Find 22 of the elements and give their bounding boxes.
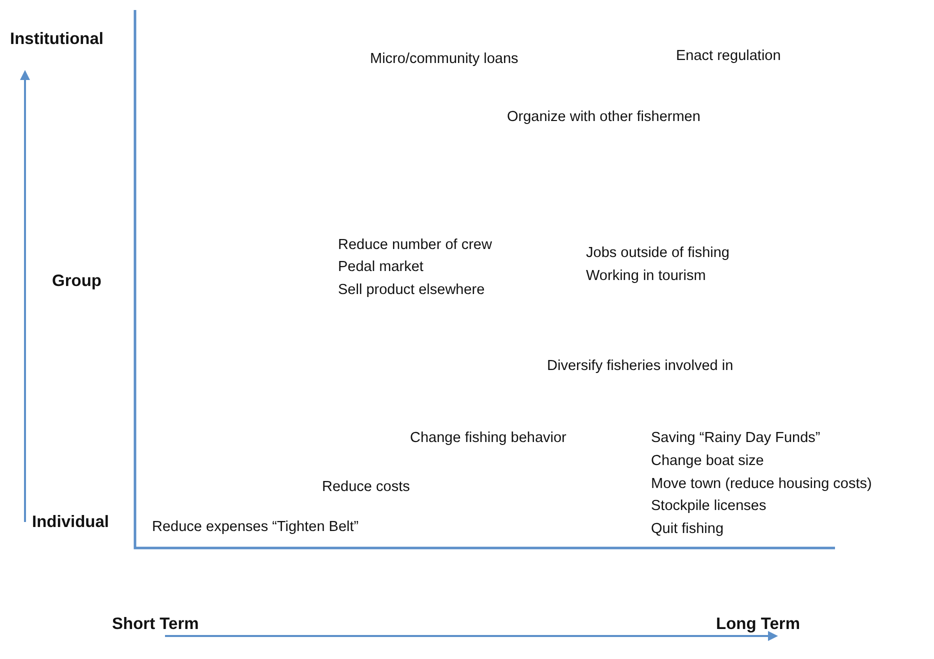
strategy-label: Diversify fisheries involved in: [547, 357, 734, 375]
strategy-label: Organize with other fishermen: [507, 108, 700, 126]
strategy-label: Working in tourism: [586, 267, 706, 285]
strategy-label: Quit fishing: [651, 520, 724, 538]
axis-label: Institutional: [10, 30, 104, 48]
strategy-label: Reduce number of crew: [338, 236, 492, 254]
strategy-label: Saving “Rainy Day Funds”: [651, 429, 820, 447]
strategy-label: Micro/community loans: [370, 50, 518, 68]
strategy-label: Stockpile licenses: [651, 497, 766, 515]
strategy-label: Sell product elsewhere: [338, 281, 485, 299]
strategy-label: Change fishing behavior: [410, 429, 566, 447]
strategy-label: Enact regulation: [676, 47, 781, 65]
axis-label: Individual: [32, 513, 110, 531]
axis-label: Group: [52, 272, 102, 290]
axis-label: Long Term: [716, 615, 800, 633]
strategy-label: Pedal market: [338, 258, 424, 276]
strategy-label: Move town (reduce housing costs): [651, 475, 872, 493]
strategy-label: Reduce costs: [322, 478, 410, 496]
strategy-label: Change boat size: [651, 452, 764, 470]
axis-label: Short Term: [112, 615, 199, 633]
strategy-label: Reduce expenses “Tighten Belt”: [152, 518, 359, 536]
strategy-label: Jobs outside of fishing: [586, 244, 730, 262]
